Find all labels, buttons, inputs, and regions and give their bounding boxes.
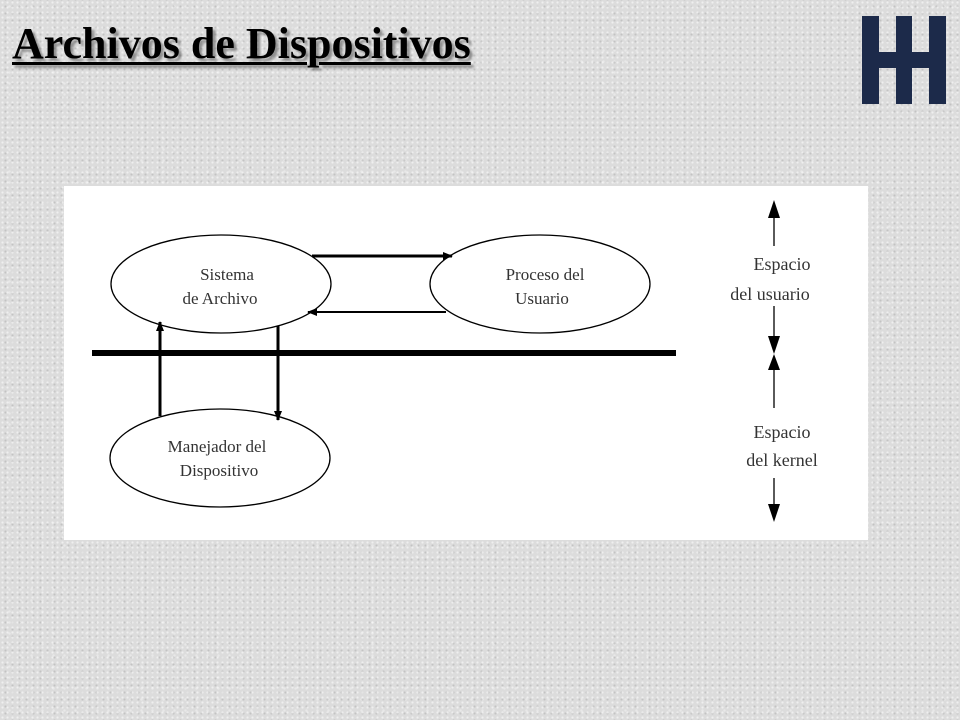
node-device-driver: Manejador del Dispositivo bbox=[109, 408, 331, 508]
node-user-process-line-1: Proceso del bbox=[506, 265, 585, 284]
kernel-space-arrowhead-up bbox=[768, 354, 780, 370]
user-space-label-line-1: Espacio bbox=[754, 254, 811, 274]
utn-logo-icon bbox=[862, 16, 946, 104]
kernel-space-label-line-2: del kernel bbox=[746, 450, 817, 470]
node-user-process-line-2: Usuario bbox=[515, 289, 569, 308]
node-filesystem-line-2: de Archivo bbox=[182, 289, 257, 308]
kernel-space-range: Espacio del kernel bbox=[746, 354, 818, 522]
user-space-arrowhead-up bbox=[768, 200, 780, 218]
diagram-panel: Sistema de Archivo Proceso del Usuario M… bbox=[64, 186, 868, 540]
node-filesystem: Sistema de Archivo bbox=[110, 234, 332, 334]
device-files-diagram: Sistema de Archivo Proceso del Usuario M… bbox=[92, 200, 818, 522]
user-space-label-line-2: del usuario bbox=[730, 284, 809, 304]
node-filesystem-line-1: Sistema bbox=[200, 265, 254, 284]
node-device-driver-line-1: Manejador del bbox=[168, 437, 267, 456]
user-space-arrowhead-down bbox=[768, 336, 780, 354]
page-title: Archivos de Dispositivos bbox=[12, 19, 471, 68]
node-user-process: Proceso del Usuario bbox=[429, 234, 651, 334]
kernel-space-label-line-1: Espacio bbox=[754, 422, 811, 442]
user-space-range: Espacio del usuario bbox=[730, 200, 810, 354]
node-device-driver-line-2: Dispositivo bbox=[180, 461, 258, 480]
kernel-space-arrowhead-down bbox=[768, 504, 780, 522]
